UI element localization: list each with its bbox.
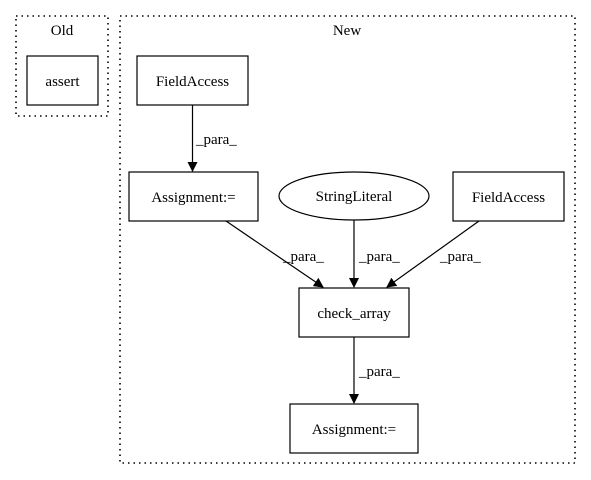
node-assignment-top[interactable]: Assignment:= [128, 171, 259, 222]
edge-fieldaccess-to-assignment-top: _para_ [187, 105, 237, 172]
node-assert[interactable]: assert [26, 55, 99, 106]
node-field-access-top[interactable]: FieldAccess [136, 55, 249, 106]
edge-label: _para_ [195, 132, 237, 148]
node-check-array-label: check_array [317, 306, 391, 322]
node-string-literal[interactable]: StringLiteral [278, 171, 430, 221]
node-check-array[interactable]: check_array [298, 287, 410, 338]
node-assignment-top-label: Assignment:= [151, 190, 235, 206]
node-string-literal-label: StringLiteral [316, 189, 393, 205]
node-assignment-bottom-label: Assignment:= [312, 422, 396, 438]
node-field-access-right-label: FieldAccess [472, 190, 545, 206]
edge-label: _para_ [282, 249, 324, 265]
edge-label: _para_ [358, 249, 400, 265]
node-field-access-right[interactable]: FieldAccess [452, 171, 565, 222]
edge-string-literal-to-check-array: _para_ [349, 220, 400, 288]
node-assignment-bottom[interactable]: Assignment:= [289, 403, 419, 454]
edge-field-access-right-to-check-array: _para_ [386, 220, 481, 288]
cluster-new: New [119, 15, 576, 464]
node-assert-label: assert [45, 74, 80, 90]
edge-label: _para_ [358, 364, 400, 380]
cluster-new-label: New [333, 23, 361, 39]
edge-check-array-to-assignment-bottom: _para_ [349, 337, 400, 404]
node-field-access-top-label: FieldAccess [156, 74, 229, 90]
cluster-old: Old [15, 15, 109, 117]
edge-label: _para_ [439, 249, 481, 265]
edge-assignment-top-to-check-array: _para_ [225, 220, 324, 288]
cluster-old-label: Old [51, 23, 74, 39]
